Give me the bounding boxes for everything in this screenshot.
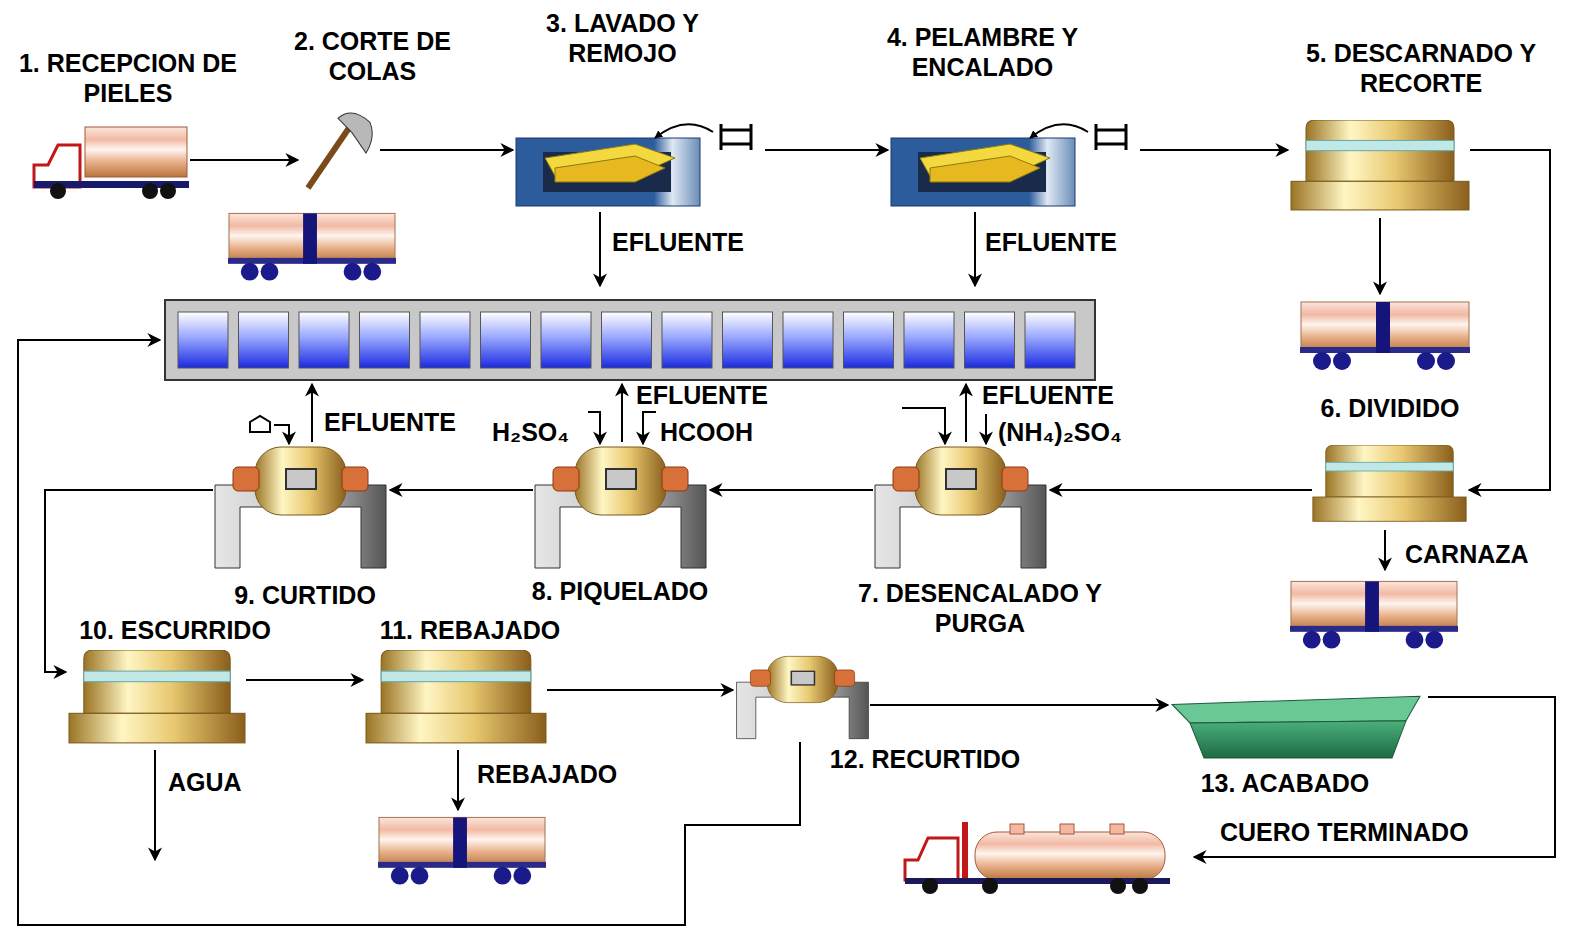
machine-icon xyxy=(890,118,1140,208)
flow-label: EFLUENTE xyxy=(985,228,1117,256)
process-step: 12. RECURTIDO xyxy=(735,655,870,740)
process-step: 13. ACABADO xyxy=(1170,690,1425,762)
step-label: 2. CORTE DE COLAS xyxy=(270,26,475,86)
effluent-cell xyxy=(299,312,349,368)
waste-wagon xyxy=(1300,302,1470,370)
supply-symbol xyxy=(250,416,270,432)
effluent-cell xyxy=(541,312,591,368)
step-label: 3. LAVADO Y REMOJO xyxy=(515,8,730,68)
step-label: 12. RECURTIDO xyxy=(805,744,1045,774)
process-step: 11. REBAJADO xyxy=(365,650,547,745)
tanker-truck xyxy=(905,822,1170,894)
flow-label: EFLUENTE xyxy=(324,408,456,436)
flow-label: H₂SO₄ xyxy=(492,418,569,446)
process-step: 8. PIQUELADO xyxy=(533,445,708,570)
process-step: 6. DIVIDIDO xyxy=(1312,445,1467,523)
flow-lines xyxy=(18,212,1555,925)
step-label: 8. PIQUELADO xyxy=(490,576,750,606)
effluent-cell xyxy=(360,312,410,368)
flow-arrow xyxy=(765,149,888,151)
waste-wagon xyxy=(228,213,396,280)
flow-label: EFLUENTE xyxy=(612,228,744,256)
flow-arrow xyxy=(380,149,513,151)
machine-icon xyxy=(1170,690,1425,762)
process-step: 10. ESCURRIDO xyxy=(68,650,246,745)
step-label: 11. REBAJADO xyxy=(340,615,600,645)
machine-icon xyxy=(365,650,547,745)
effluent-cell xyxy=(420,312,470,368)
flow-arrow xyxy=(1140,149,1288,151)
machine-icon xyxy=(533,445,708,570)
flow-label: AGUA xyxy=(168,768,242,796)
machine-icon xyxy=(1312,445,1467,523)
process-step: 9. CURTIDO xyxy=(213,445,388,570)
process-step: 3. LAVADO Y REMOJO xyxy=(515,118,765,208)
machine-icon xyxy=(873,445,1048,570)
effluent-tank xyxy=(165,300,1095,380)
effluent-cell xyxy=(481,312,531,368)
machine-icon xyxy=(1290,120,1470,212)
effluent-cell xyxy=(783,312,833,368)
waste-wagon xyxy=(1290,581,1458,648)
flow-arrow xyxy=(190,159,298,161)
effluent-cells xyxy=(178,312,1075,368)
step-label: 4. PELAMBRE Y ENCALADO xyxy=(855,22,1110,82)
flow-label: EFLUENTE xyxy=(636,381,768,409)
flow-arrow xyxy=(1469,150,1550,490)
effluent-cell xyxy=(844,312,894,368)
flow-arrow xyxy=(547,689,733,691)
flow-label: CUERO TERMINADO xyxy=(1220,818,1469,846)
flow-label: HCOOH xyxy=(660,418,753,446)
machine-icon xyxy=(213,445,388,570)
flow-arrow xyxy=(390,489,533,491)
effluent-cell xyxy=(1025,312,1075,368)
process-step: 4. PELAMBRE Y ENCALADO xyxy=(890,118,1140,208)
step-label: 13. ACABADO xyxy=(1150,768,1420,798)
machine-icon xyxy=(68,650,246,745)
flow-label: REBAJADO xyxy=(477,760,617,788)
machine-icon xyxy=(300,108,380,190)
flow-arrow xyxy=(1050,489,1312,491)
flow-label: CARNAZA xyxy=(1405,540,1529,568)
waste-wagon xyxy=(378,817,546,884)
step-label: 6. DIVIDIDO xyxy=(1290,393,1490,423)
process-step: 1. RECEPCION DE PIELES xyxy=(30,125,190,200)
machine-icon xyxy=(735,655,870,740)
flow-label: EFLUENTE xyxy=(982,381,1114,409)
effluent-cell xyxy=(662,312,712,368)
flow-arrow xyxy=(246,679,363,681)
process-step: 2. CORTE DE COLAS xyxy=(300,108,380,190)
effluent-cell xyxy=(239,312,289,368)
step-label: 1. RECEPCION DE PIELES xyxy=(18,48,238,108)
flow-arrow xyxy=(710,489,873,491)
effluent-cell xyxy=(723,312,773,368)
effluent-cell xyxy=(904,312,954,368)
machine-icon xyxy=(515,118,765,208)
step-label: 10. ESCURRIDO xyxy=(40,615,310,645)
process-step: 5. DESCARNADO Y RECORTE xyxy=(1290,120,1470,212)
machine-icon xyxy=(30,125,190,200)
effluent-cell xyxy=(965,312,1015,368)
effluent-cell xyxy=(178,312,228,368)
step-label: 9. CURTIDO xyxy=(180,580,430,610)
flow-label: (NH₄)₂SO₄ xyxy=(998,418,1122,446)
process-step: 7. DESENCALADO Y PURGA xyxy=(873,445,1048,570)
flow-arrow xyxy=(870,704,1168,706)
flow-arrow xyxy=(45,490,213,672)
step-label: 7. DESENCALADO Y PURGA xyxy=(830,578,1130,638)
step-label: 5. DESCARNADO Y RECORTE xyxy=(1288,38,1554,98)
effluent-cell xyxy=(602,312,652,368)
